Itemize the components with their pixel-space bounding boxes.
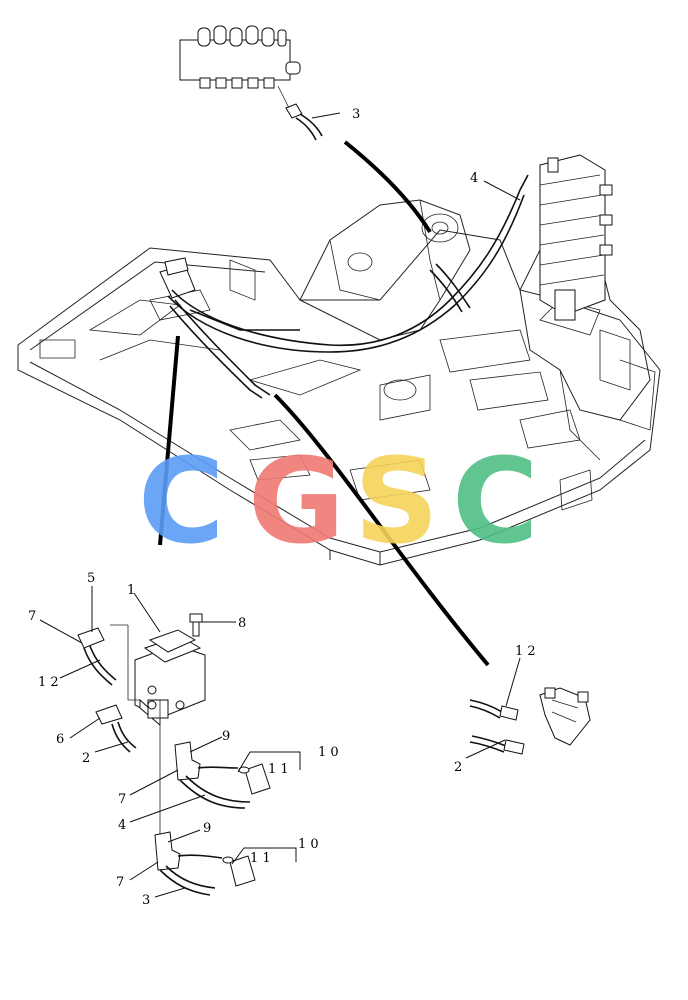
watermark-letter-c2: C [452, 432, 539, 570]
elbow-5 [77, 627, 117, 686]
callout-5: 5 [87, 571, 95, 586]
callout-4-left: 4 [118, 818, 126, 833]
callout-1: 1 [127, 583, 135, 598]
hose-3-top [285, 103, 323, 141]
callout-8: 8 [238, 616, 246, 631]
callout-10-a: 1 0 [318, 745, 339, 760]
leader-4-top [483, 180, 521, 201]
callout-7-b: 7 [118, 792, 126, 807]
callout-7-a: 7 [28, 609, 36, 624]
guide-line-right [273, 393, 490, 667]
callout-10-b: 1 0 [298, 837, 319, 852]
callout-9-b: 9 [203, 821, 211, 836]
callout-9-a: 9 [222, 729, 230, 744]
valve-block-top [179, 25, 301, 111]
right-bracket-part [539, 687, 591, 746]
cgsc-watermark: C G S C [138, 432, 539, 570]
frame-hoses [167, 174, 529, 399]
bolt-8 [189, 613, 203, 637]
callout-12-left: 1 2 [38, 675, 59, 690]
callout-2-left: 2 [82, 751, 90, 766]
callout-12-right: 1 2 [515, 644, 536, 659]
leaders-left [39, 586, 236, 898]
callout-3-top: 3 [352, 107, 360, 122]
guide-line-top [343, 140, 432, 234]
callout-11-b: 1 1 [250, 851, 271, 866]
callout-labels: 3 4 1 5 7 1 2 8 6 2 9 1 0 1 1 7 4 9 1 0 … [28, 107, 536, 908]
bracket-10-upper [237, 751, 301, 773]
callout-3-left: 3 [142, 893, 150, 908]
tee-fitting-lower [154, 831, 256, 896]
control-valve-stack [539, 154, 613, 321]
callout-2-right: 2 [454, 760, 462, 775]
leader-3-top [311, 112, 341, 119]
callout-6: 6 [56, 732, 64, 747]
callout-7-c: 7 [116, 875, 124, 890]
pilot-valve-on-frame [159, 257, 196, 299]
tee-fitting-upper [159, 700, 271, 840]
watermark-letter-g: G [248, 432, 345, 570]
elbow-6 [95, 704, 137, 753]
guide-line-left [158, 335, 180, 546]
pilot-valve-detail [110, 624, 206, 727]
watermark-letter-s: S [354, 432, 439, 570]
right-detail-hoses [465, 657, 525, 759]
callout-4-top: 4 [470, 171, 478, 186]
bracket-10-lower [231, 847, 297, 865]
watermark-letter-c1: C [138, 432, 225, 570]
callout-11-a: 1 1 [268, 762, 289, 777]
